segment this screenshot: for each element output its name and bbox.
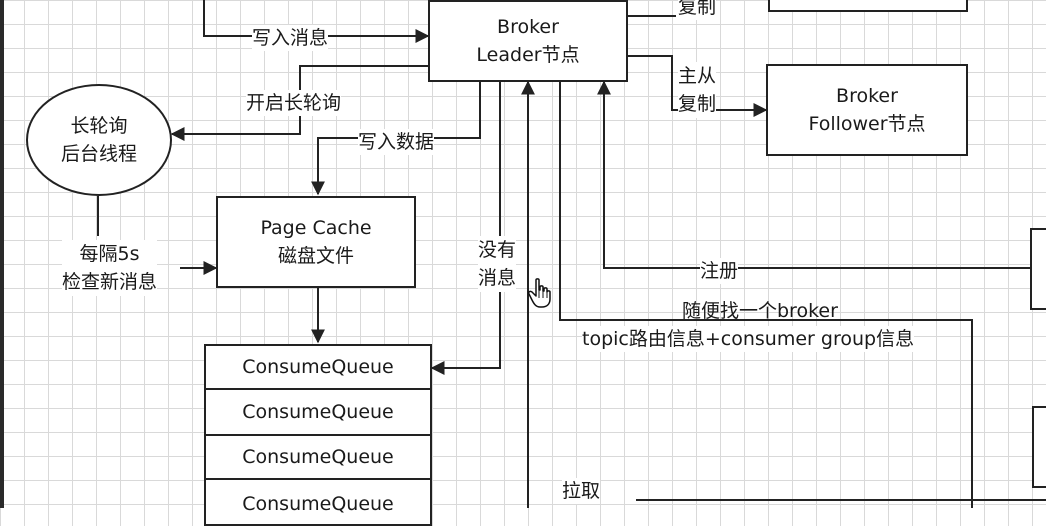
page-cache-line1: Page Cache xyxy=(260,217,372,239)
label-master-slave-2: 复制 xyxy=(678,90,717,118)
long-poll-line2: 后台线程 xyxy=(60,143,137,165)
connector-layer xyxy=(97,0,1046,508)
label-write-data: 写入数据 xyxy=(358,129,435,155)
label-pull: 拉取 xyxy=(562,478,601,504)
consume-queue-2: ConsumeQueue xyxy=(204,390,432,436)
page-cache-line2: 磁盘文件 xyxy=(277,245,354,267)
broker-leader-line1: Broker xyxy=(497,16,559,38)
label-master-slave: 主从 复制 xyxy=(678,62,717,118)
long-poll-thread-node: 长轮询 后台线程 xyxy=(26,84,172,196)
edge-master-slave xyxy=(628,55,768,117)
consume-queue-label: ConsumeQueue xyxy=(242,356,394,378)
consume-queue-label: ConsumeQueue xyxy=(242,401,394,423)
broker-leader-line2: Leader节点 xyxy=(476,44,580,66)
label-route-info: topic路由信息+consumer group信息 xyxy=(582,326,915,352)
consume-queue-4: ConsumeQueue xyxy=(204,480,432,526)
label-every-5s-2: 检查新消息 xyxy=(62,268,158,296)
label-no-message-2: 消息 xyxy=(478,264,517,292)
broker-follower-line2: Follower节点 xyxy=(808,113,926,135)
partial-box-top-right xyxy=(768,0,968,12)
edge-write-message xyxy=(203,0,430,43)
window-edge xyxy=(0,0,4,508)
partial-box-right-2 xyxy=(1032,406,1046,488)
label-every-5s-1: 每隔5s xyxy=(62,240,158,268)
consume-queue-3: ConsumeQueue xyxy=(204,436,432,480)
broker-follower-line1: Broker xyxy=(836,85,898,107)
consume-queue-label: ConsumeQueue xyxy=(242,493,394,515)
consume-queue-label: ConsumeQueue xyxy=(242,446,394,468)
label-start-long-poll: 开启长轮询 xyxy=(246,90,342,116)
hand-cursor-icon xyxy=(528,278,551,308)
broker-follower-node: Broker Follower节点 xyxy=(766,64,968,156)
consume-queue-1: ConsumeQueue xyxy=(204,344,432,390)
page-cache-node: Page Cache 磁盘文件 xyxy=(216,196,416,288)
partial-box-right-1 xyxy=(1030,228,1046,310)
label-write-message: 写入消息 xyxy=(252,25,329,51)
label-any-broker: 随便找一个broker xyxy=(682,300,838,322)
broker-leader-node: Broker Leader节点 xyxy=(428,0,628,82)
label-copy-top: 复制 xyxy=(678,0,717,20)
label-every-5s: 每隔5s 检查新消息 xyxy=(62,240,158,296)
label-no-message: 没有 消息 xyxy=(478,236,517,292)
label-register: 注册 xyxy=(700,258,739,284)
edge-no-message xyxy=(430,82,501,375)
label-no-message-1: 没有 xyxy=(478,236,517,264)
label-master-slave-1: 主从 xyxy=(678,62,717,90)
edge-register xyxy=(597,80,1030,269)
long-poll-line1: 长轮询 xyxy=(70,115,128,137)
edge-route-info xyxy=(559,82,973,508)
